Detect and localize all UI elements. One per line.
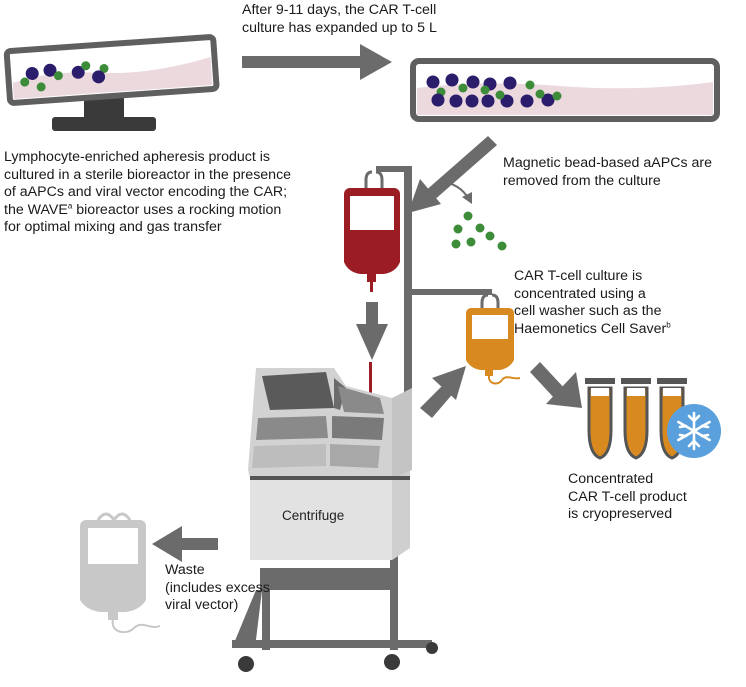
- blood-bag: [344, 188, 400, 292]
- bioreactor-large: [410, 58, 720, 122]
- bioreactor-small: [3, 34, 220, 131]
- arrow-beads: [439, 180, 472, 204]
- label-initial-culture: Lymphocyte-enriched apheresis product is…: [4, 149, 291, 237]
- label-expansion-line-2: culture has expanded up to 5 L: [242, 19, 437, 36]
- label-beads-line-2: removed from the culture: [503, 172, 661, 189]
- waste-bag: [80, 512, 161, 634]
- iv-pole: [364, 166, 500, 410]
- label-conc-line-1: CAR T-cell culture is: [514, 268, 643, 284]
- label-cryo-line-3: is cryopreserved: [568, 506, 673, 522]
- label-waste-line-2: (includes excess: [165, 579, 270, 596]
- label-expansion-line-1: After 9-11 days, the CAR T-cell: [242, 2, 437, 18]
- centrifuge-label: Centrifuge: [282, 508, 345, 523]
- magnetic-beads: [451, 211, 507, 251]
- snowflake-icon: [667, 404, 721, 458]
- label-culture-line-2: cultured in a sterile bioreactor in the …: [4, 166, 292, 183]
- label-cryo: Concentrated CAR T-cell product is cryop…: [568, 471, 687, 524]
- label-beads-removed: Magnetic bead-based aAPCs are removed fr…: [503, 155, 712, 190]
- cells-sparse: [20, 61, 109, 92]
- label-culture-line-1: Lymphocyte-enriched apheresis product is: [4, 149, 271, 165]
- label-conc-line-2: concentrated using a: [514, 285, 646, 302]
- label-conc-line-4: Haemonetics Cell Saverb: [514, 319, 671, 337]
- arrow-to-bag: [408, 136, 497, 213]
- arrow-expand: [242, 44, 392, 80]
- label-waste: Waste (includes excess viral vector): [165, 562, 270, 615]
- label-waste-line-1: Waste: [165, 562, 205, 578]
- centrifuge-machine: [232, 368, 438, 672]
- orange-bag: [466, 308, 521, 385]
- label-beads-line-1: Magnetic bead-based aAPCs are: [503, 155, 712, 171]
- label-expansion: After 9-11 days, the CAR T-cell culture …: [242, 2, 437, 37]
- label-conc-line-3: cell washer such as the: [514, 303, 662, 319]
- arrow-to-tubes: [530, 362, 582, 408]
- arrow-down-to-centrifuge: [356, 302, 388, 396]
- label-culture-line-4: the WAVEa bioreactor uses a rocking moti…: [4, 200, 282, 218]
- label-culture-line-3: of aAPCs and viral vector encoding the C…: [4, 184, 288, 200]
- cells-dense: [426, 73, 562, 108]
- arrow-to-waste: [152, 526, 218, 562]
- label-waste-line-3: viral vector): [165, 597, 239, 613]
- label-concentration: CAR T-cell culture is concentrated using…: [514, 268, 671, 338]
- label-cryo-line-1: Concentrated: [568, 471, 654, 487]
- label-cryo-line-2: CAR T-cell product: [568, 488, 687, 505]
- arrow-to-orange-bag: [420, 366, 466, 418]
- label-culture-line-5: for optimal mixing and gas transfer: [4, 219, 222, 235]
